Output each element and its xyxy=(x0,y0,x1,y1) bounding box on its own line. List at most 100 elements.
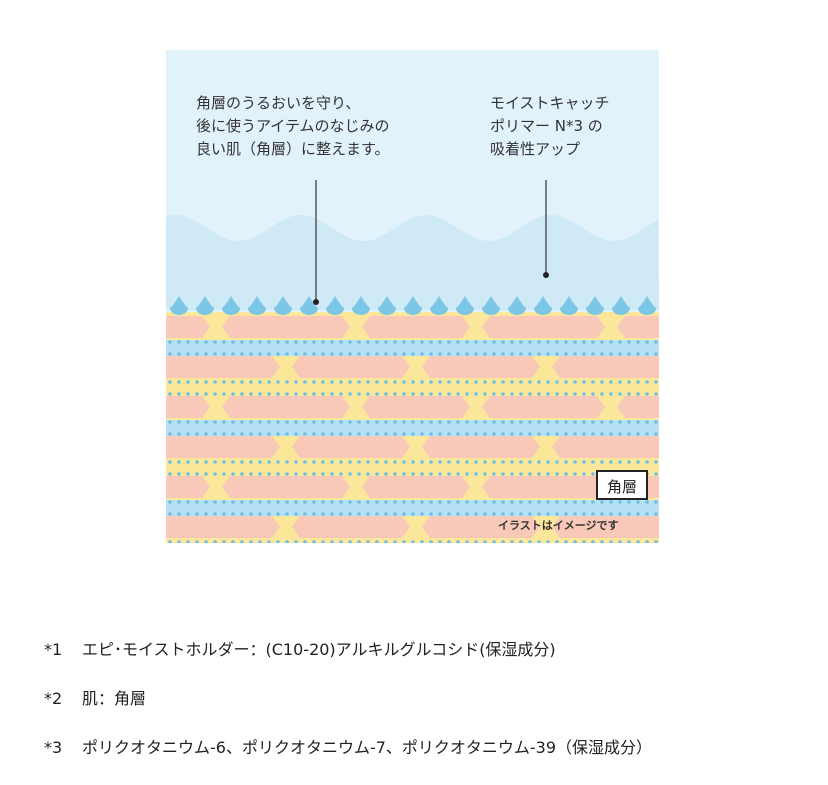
lipid-dot xyxy=(492,472,496,476)
lipid-dot xyxy=(402,540,406,543)
lipid-dot xyxy=(519,500,523,504)
footnote-text: 肌：角層 xyxy=(82,689,147,708)
lipid-dot xyxy=(546,352,550,356)
lipid-dot xyxy=(231,340,235,344)
lipid-dot xyxy=(177,500,181,504)
lipid-dot xyxy=(213,392,217,396)
lipid-dot xyxy=(339,512,343,516)
lipid-dot xyxy=(330,540,334,543)
lipid-dot xyxy=(510,460,514,464)
lipid-dot xyxy=(519,432,523,436)
lipid-dot xyxy=(555,340,559,344)
lipid-dot xyxy=(573,460,577,464)
lipid-dot xyxy=(204,460,208,464)
lipid-dot xyxy=(519,380,523,384)
lipid-dot xyxy=(177,380,181,384)
lipid-dot xyxy=(384,500,388,504)
lipid-dot xyxy=(249,500,253,504)
water-drop-icon xyxy=(196,296,214,315)
lipid-dot xyxy=(258,512,262,516)
lipid-dot xyxy=(168,540,172,543)
lipid-dot xyxy=(204,380,208,384)
lipid-dot xyxy=(303,420,307,424)
lipid-dot xyxy=(537,420,541,424)
lipid-dot xyxy=(483,392,487,396)
lipid-dot xyxy=(609,540,613,543)
lipid-dot xyxy=(375,352,379,356)
lipid-dot xyxy=(645,340,649,344)
lipid-dot xyxy=(546,460,550,464)
lipid-gap xyxy=(166,500,659,516)
lipid-dot xyxy=(420,540,424,543)
lipid-dot xyxy=(465,392,469,396)
lipid-dot xyxy=(429,380,433,384)
lipid-dot xyxy=(402,432,406,436)
lipid-dot xyxy=(582,392,586,396)
lipid-dot xyxy=(402,420,406,424)
lipid-dot xyxy=(231,512,235,516)
stratum-corneum-badge: 角層 xyxy=(596,470,648,500)
lipid-dot xyxy=(510,420,514,424)
lipid-dot xyxy=(240,392,244,396)
lipid-dot xyxy=(645,512,649,516)
lipid-dot xyxy=(429,432,433,436)
lipid-dot xyxy=(654,460,658,464)
lipid-dot xyxy=(375,420,379,424)
lipid-dot xyxy=(393,540,397,543)
lipid-dot xyxy=(195,432,199,436)
lipid-dot xyxy=(627,352,631,356)
lipid-dot xyxy=(276,540,280,543)
footnote-num: *1 xyxy=(44,640,63,659)
lipid-dot xyxy=(357,540,361,543)
lipid-dot xyxy=(222,420,226,424)
lipid-dot xyxy=(240,432,244,436)
lipid-dot xyxy=(411,500,415,504)
lipid-dot xyxy=(303,540,307,543)
corneocyte-cell xyxy=(292,356,410,378)
lipid-dot xyxy=(528,540,532,543)
lipid-dot xyxy=(195,420,199,424)
lipid-dot xyxy=(168,392,172,396)
lipid-dot xyxy=(330,392,334,396)
corneocyte-cell xyxy=(617,396,659,418)
lipid-dot xyxy=(375,340,379,344)
lipid-dot xyxy=(186,340,190,344)
lipid-dot xyxy=(465,512,469,516)
lipid-dot xyxy=(330,380,334,384)
lipid-dot xyxy=(402,380,406,384)
lipid-dot xyxy=(402,460,406,464)
lipid-dot xyxy=(474,352,478,356)
lipid-dot xyxy=(276,500,280,504)
lipid-dot xyxy=(321,500,325,504)
lipid-dot xyxy=(600,500,604,504)
lipid-dot xyxy=(276,392,280,396)
lipid-dot xyxy=(645,500,649,504)
lipid-dot xyxy=(366,432,370,436)
lipid-dot xyxy=(231,380,235,384)
lipid-dot xyxy=(483,540,487,543)
lipid-dot xyxy=(573,432,577,436)
corneocyte-cell xyxy=(482,396,605,418)
lipid-dot xyxy=(276,512,280,516)
lipid-dot xyxy=(411,512,415,516)
lipid-dot xyxy=(177,472,181,476)
lipid-dot xyxy=(447,500,451,504)
lipid-dot xyxy=(636,392,640,396)
lipid-dot xyxy=(636,352,640,356)
lipid-dot xyxy=(195,352,199,356)
lipid-dot xyxy=(285,512,289,516)
water-drop-icon xyxy=(378,296,396,315)
lipid-dot xyxy=(519,460,523,464)
lipid-dot xyxy=(249,380,253,384)
lipid-dot xyxy=(258,392,262,396)
lipid-dot xyxy=(249,352,253,356)
lipid-dot xyxy=(312,432,316,436)
lipid-dot xyxy=(456,432,460,436)
lipid-dot xyxy=(546,420,550,424)
lipid-dot xyxy=(267,352,271,356)
lipid-dot xyxy=(375,380,379,384)
lipid-dot xyxy=(537,472,541,476)
lipid-dot xyxy=(600,460,604,464)
corneocyte-cell xyxy=(422,356,540,378)
lipid-dot xyxy=(429,340,433,344)
